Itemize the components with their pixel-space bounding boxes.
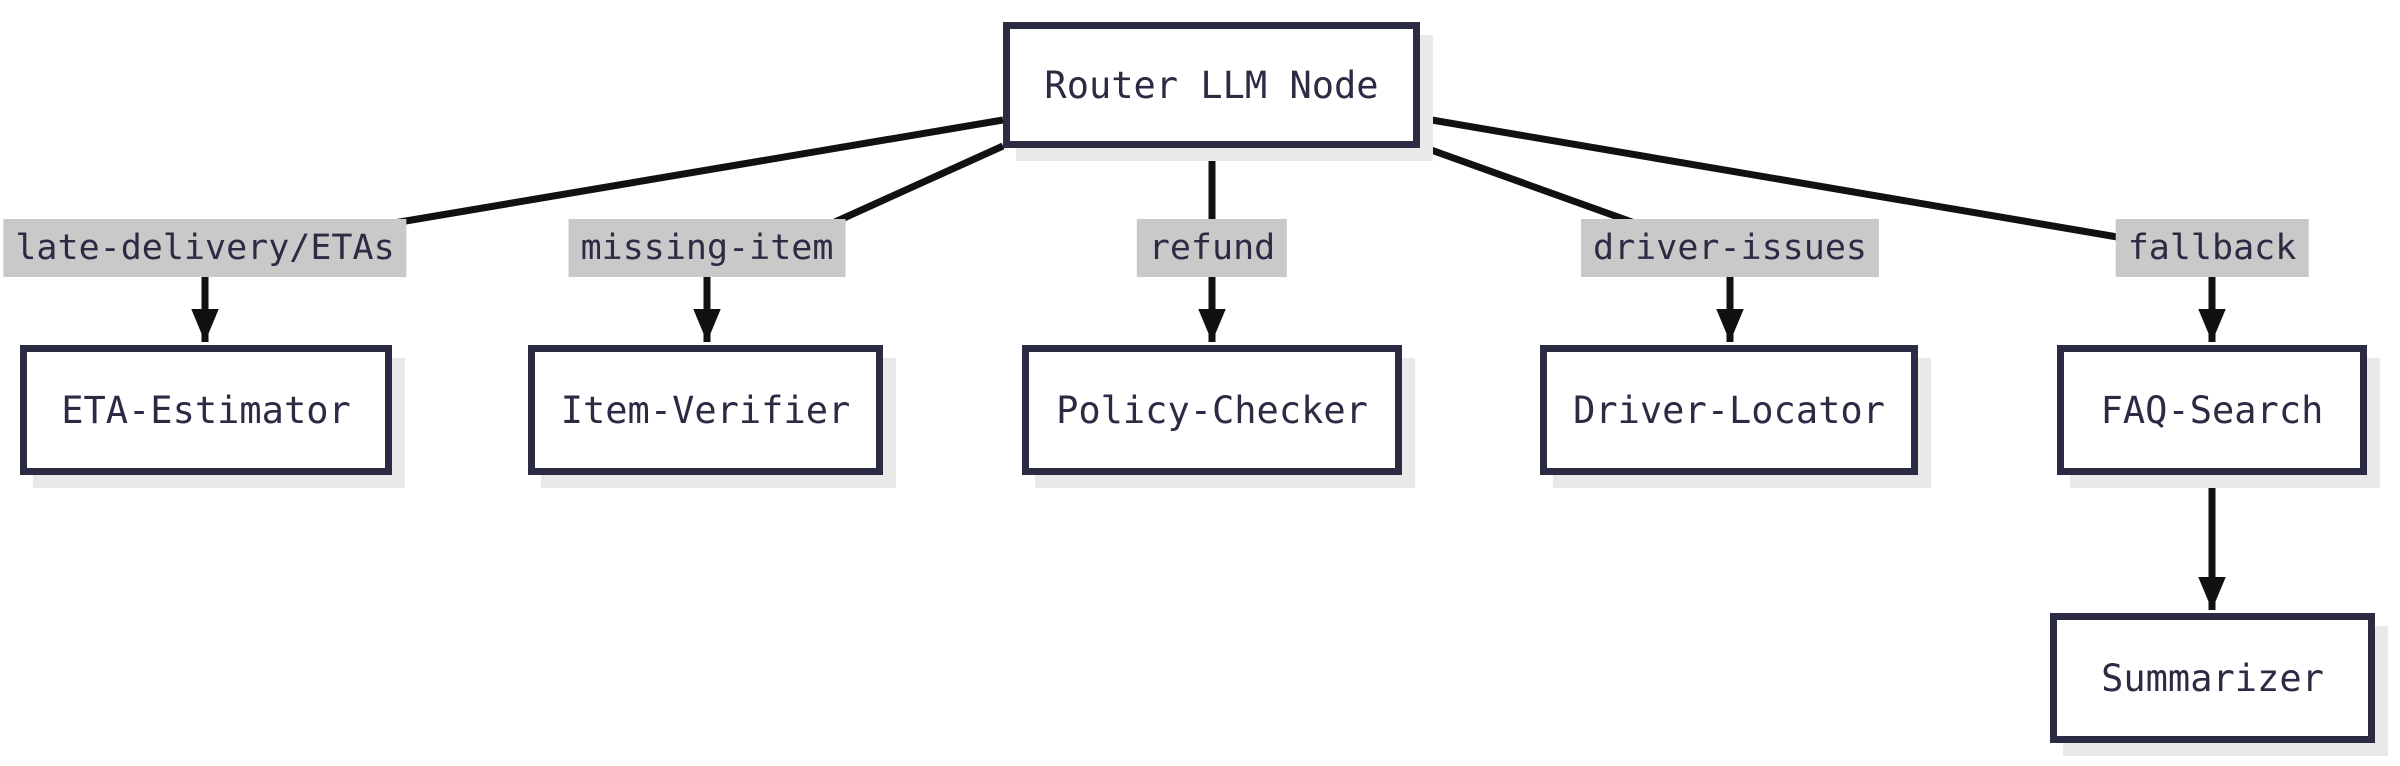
edge-router-to-missing-item-label — [833, 142, 1005, 226]
edge-label-driver-issues: driver-issues — [1581, 219, 1879, 277]
edge-label-missing-item: missing-item — [568, 219, 846, 277]
edge-router-to-driver-issues-label — [1418, 142, 1634, 226]
node-policy-checker: Policy-Checker — [1022, 345, 1402, 475]
node-faq-search: FAQ-Search — [2057, 345, 2367, 475]
node-summarizer: Summarizer — [2050, 613, 2375, 743]
edge-label-late-delivery-etas: late-delivery/ETAs — [3, 219, 407, 277]
edge-label-fallback: fallback — [2115, 219, 2309, 277]
edge-router-to-late-delivery-label — [387, 116, 1004, 228]
node-eta-estimator: ETA-Estimator — [20, 345, 392, 475]
edge-label-refund: refund — [1136, 219, 1288, 277]
node-router-llm-node: Router LLM Node — [1003, 22, 1420, 148]
edge-router-to-fallback-label — [1419, 114, 2136, 244]
node-item-verifier: Item-Verifier — [528, 345, 883, 475]
node-driver-locator: Driver-Locator — [1540, 345, 1918, 475]
